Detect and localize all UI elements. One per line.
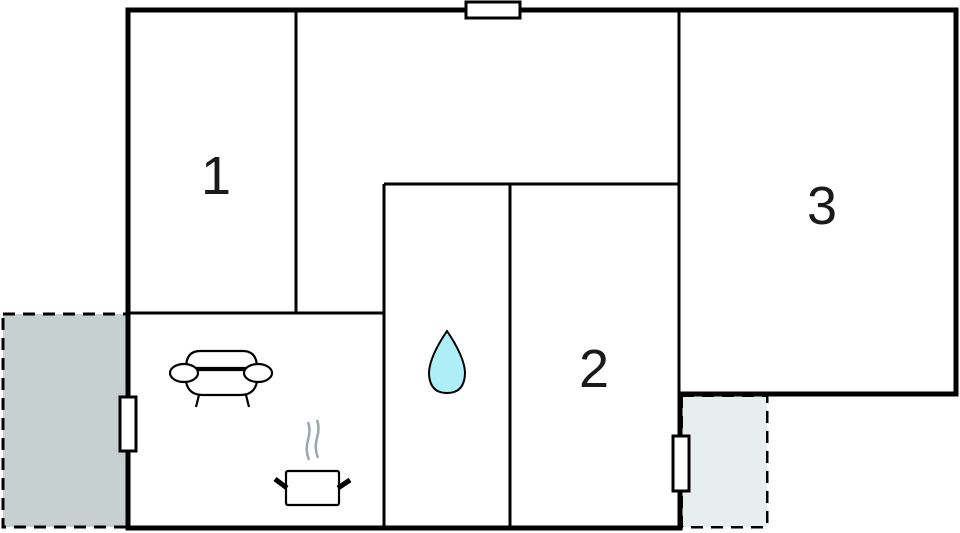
outer-walls [125,7,959,531]
room-label-1: 1 [201,146,231,206]
water-drop-icon [427,329,467,395]
door-left [118,395,138,453]
cooking-pot-icon [273,419,352,507]
interior-walls [128,10,681,528]
room-label-3: 3 [807,176,837,236]
room-label-2: 2 [579,339,609,399]
sofa-icon [168,349,274,408]
window-top [464,0,522,20]
door-right [671,434,691,493]
terrace-left [1,312,130,529]
